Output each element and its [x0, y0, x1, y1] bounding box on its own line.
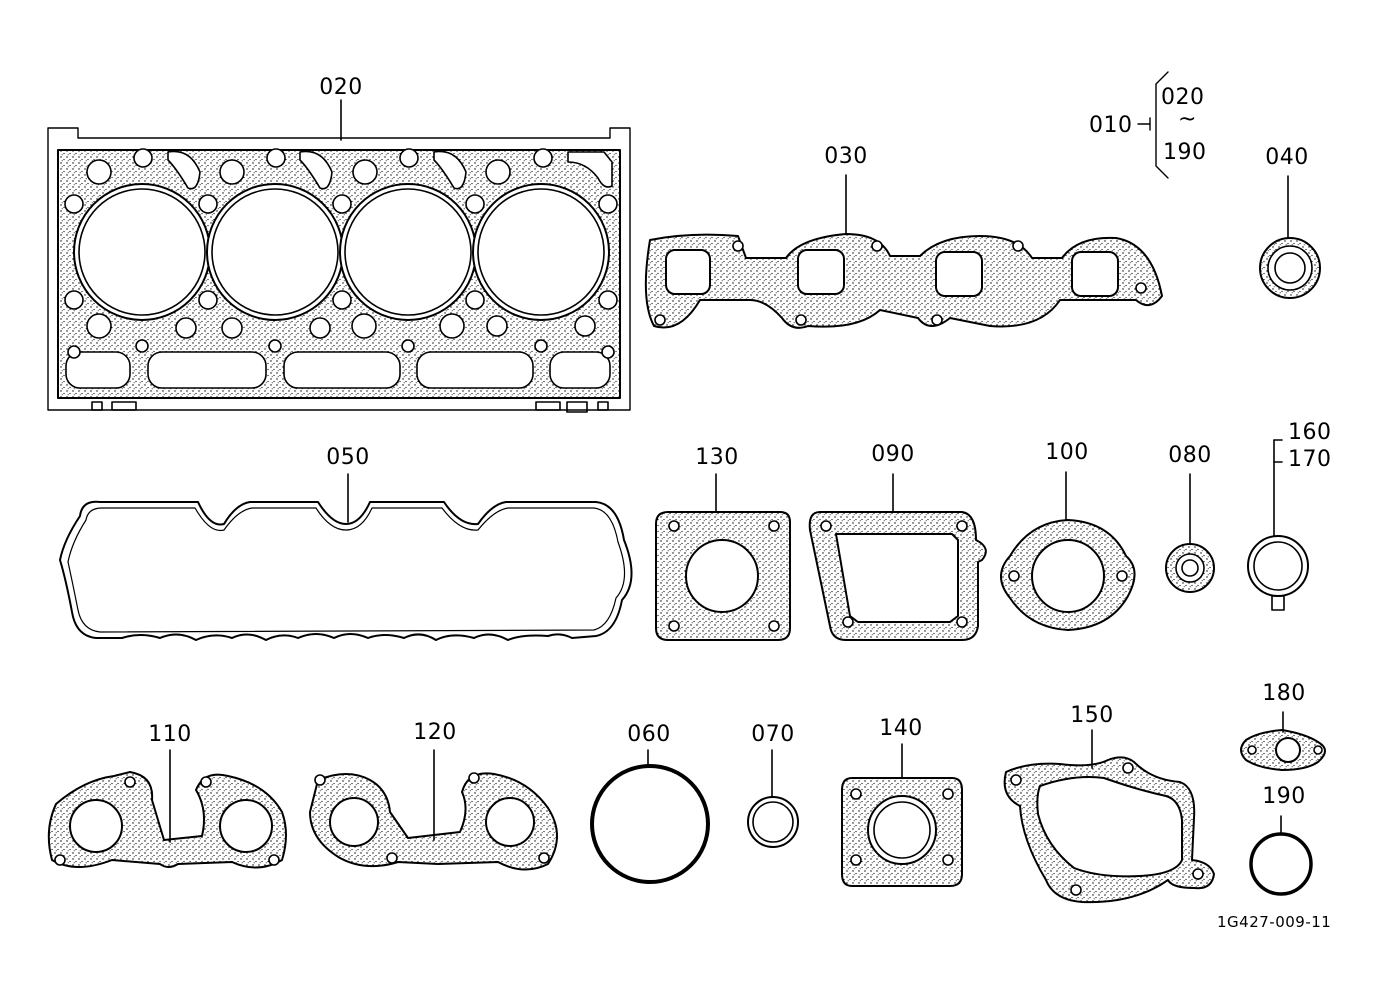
- callout-030: 030: [824, 144, 868, 169]
- kit-bracket: [1137, 71, 1169, 179]
- callout-140: 140: [879, 716, 923, 741]
- part-040-seal: [1259, 175, 1321, 299]
- callout-070: 070: [751, 722, 795, 747]
- callout-080: 080: [1168, 443, 1212, 468]
- callout-110: 110: [148, 722, 192, 747]
- part-180-small-gasket: [1240, 711, 1326, 771]
- callout-120: 120: [413, 720, 457, 745]
- callout-040: 040: [1265, 145, 1309, 170]
- callout-060: 060: [627, 722, 671, 747]
- callout-090: 090: [871, 442, 915, 467]
- callout-kit-to: 190: [1163, 140, 1207, 165]
- callout-kit-010: 010: [1089, 113, 1133, 138]
- part-030-manifold-gasket: [644, 174, 1163, 329]
- callout-190: 190: [1262, 784, 1306, 809]
- callout-050: 050: [326, 445, 370, 470]
- part-020-head-gasket: [47, 99, 631, 413]
- part-080-seal: [1165, 473, 1215, 593]
- callout-020: 020: [319, 75, 363, 100]
- callout-170: 170: [1288, 447, 1332, 472]
- part-070-ring: [747, 749, 799, 848]
- callout-150: 150: [1070, 703, 1114, 728]
- part-090-gasket: [808, 473, 987, 641]
- part-130-flange-gasket: [655, 473, 791, 641]
- callout-160: 160: [1288, 420, 1332, 445]
- part-060-o-ring: [590, 749, 710, 884]
- part-100-oval-gasket: [1000, 471, 1136, 631]
- callout-180: 180: [1262, 681, 1306, 706]
- part-050-cover-gasket: [59, 473, 633, 641]
- callout-100: 100: [1045, 440, 1089, 465]
- part-160-170-ring: [1247, 439, 1309, 611]
- part-190-o-ring: [1249, 815, 1313, 896]
- callout-kit-from: 020: [1161, 85, 1205, 110]
- part-150-housing-gasket: [1003, 729, 1215, 904]
- part-110-exhaust-gasket: [47, 749, 287, 869]
- part-120-exhaust-gasket: [309, 749, 558, 871]
- callout-130: 130: [695, 445, 739, 470]
- part-140-flange-gasket: [841, 743, 963, 887]
- drawing-code: 1G427-009-11: [1217, 913, 1332, 931]
- callout-kit-tilde: ~: [1178, 107, 1197, 132]
